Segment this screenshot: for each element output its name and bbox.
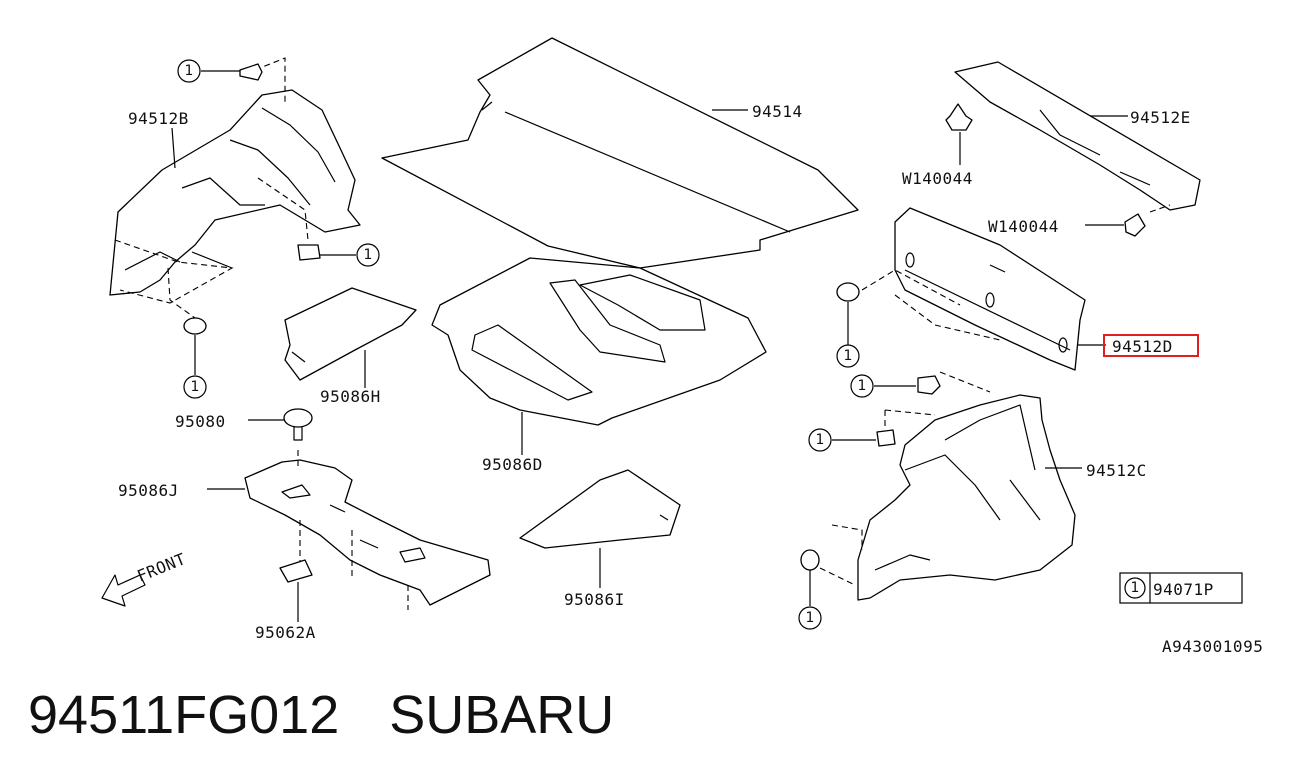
part-94512c-trim[interactable] xyxy=(857,394,1076,601)
clip-fastener-icon xyxy=(917,375,941,395)
legend-box: 1 94071P xyxy=(1119,572,1243,604)
label-95086j: 95086J xyxy=(118,481,179,500)
callout-1: 1 xyxy=(850,374,916,398)
plug-icon xyxy=(283,408,313,441)
callout-1: 1 xyxy=(183,335,207,399)
callout-1: 1 xyxy=(808,428,876,452)
clip-fastener-icon xyxy=(183,317,207,335)
label-95080: 95080 xyxy=(175,412,226,431)
svg-text:1: 1 xyxy=(1131,580,1140,596)
svg-text:1: 1 xyxy=(844,348,853,364)
part-94514-rear-shelf[interactable] xyxy=(381,37,859,269)
clip-95062a-icon xyxy=(279,559,313,583)
label-94512c: 94512C xyxy=(1086,461,1147,480)
callout-1: 1 xyxy=(798,570,822,630)
part-95086i-mat[interactable] xyxy=(519,469,681,549)
label-w140044-upper: W140044 xyxy=(902,169,973,188)
label-w140044-lower: W140044 xyxy=(988,217,1059,236)
part-95086j-support[interactable] xyxy=(244,459,491,606)
label-95086h: 95086H xyxy=(320,387,381,406)
front-label: FRONT xyxy=(134,549,188,586)
svg-text:1: 1 xyxy=(816,432,825,448)
part-94512e-trim[interactable] xyxy=(954,61,1201,211)
highlight-box-94512d xyxy=(1103,334,1199,357)
label-95062a: 95062A xyxy=(255,623,316,642)
brand-name: SUBARU xyxy=(389,685,615,745)
part-number: 94511FG012 xyxy=(28,685,340,745)
label-94512b: 94512B xyxy=(128,109,189,128)
svg-text:1: 1 xyxy=(185,63,194,79)
clip-fastener-icon xyxy=(297,244,321,261)
callout-1: 1 xyxy=(320,243,380,267)
label-94512d[interactable]: 94512D xyxy=(1112,337,1173,356)
clip-fastener-icon xyxy=(239,63,263,81)
svg-text:1: 1 xyxy=(806,610,815,626)
part-95086d-floor-mat[interactable] xyxy=(431,257,767,426)
part-95086h-mat[interactable] xyxy=(284,287,417,381)
svg-text:1: 1 xyxy=(191,379,200,395)
clip-fastener-icon xyxy=(876,429,896,447)
clip-fastener-icon xyxy=(800,549,820,571)
clip-fastener-icon xyxy=(836,282,860,302)
svg-text:1: 1 xyxy=(364,247,373,263)
part-94512b-trim[interactable] xyxy=(109,89,361,296)
part-94512d-trim[interactable] xyxy=(894,207,1086,371)
clip-fastener-icon xyxy=(945,103,973,131)
svg-text:1: 1 xyxy=(858,378,867,394)
clip-fastener-icon xyxy=(1124,213,1146,237)
callout-1: 1 xyxy=(177,59,240,83)
label-94512e: 94512E xyxy=(1130,108,1191,127)
label-94514: 94514 xyxy=(752,102,803,121)
front-arrow-icon xyxy=(101,574,146,607)
part-footer: 94511FG012 SUBARU xyxy=(28,684,614,746)
legend-part-number: 94071P xyxy=(1153,580,1214,599)
label-95086i: 95086I xyxy=(564,590,625,609)
label-95086d: 95086D xyxy=(482,455,543,474)
drawing-code: A943001095 xyxy=(1162,637,1263,656)
parts-diagram: 1 1 1 94512B 94514 95086D 95086H 9508 xyxy=(101,37,1263,656)
callout-1: 1 xyxy=(836,302,860,368)
